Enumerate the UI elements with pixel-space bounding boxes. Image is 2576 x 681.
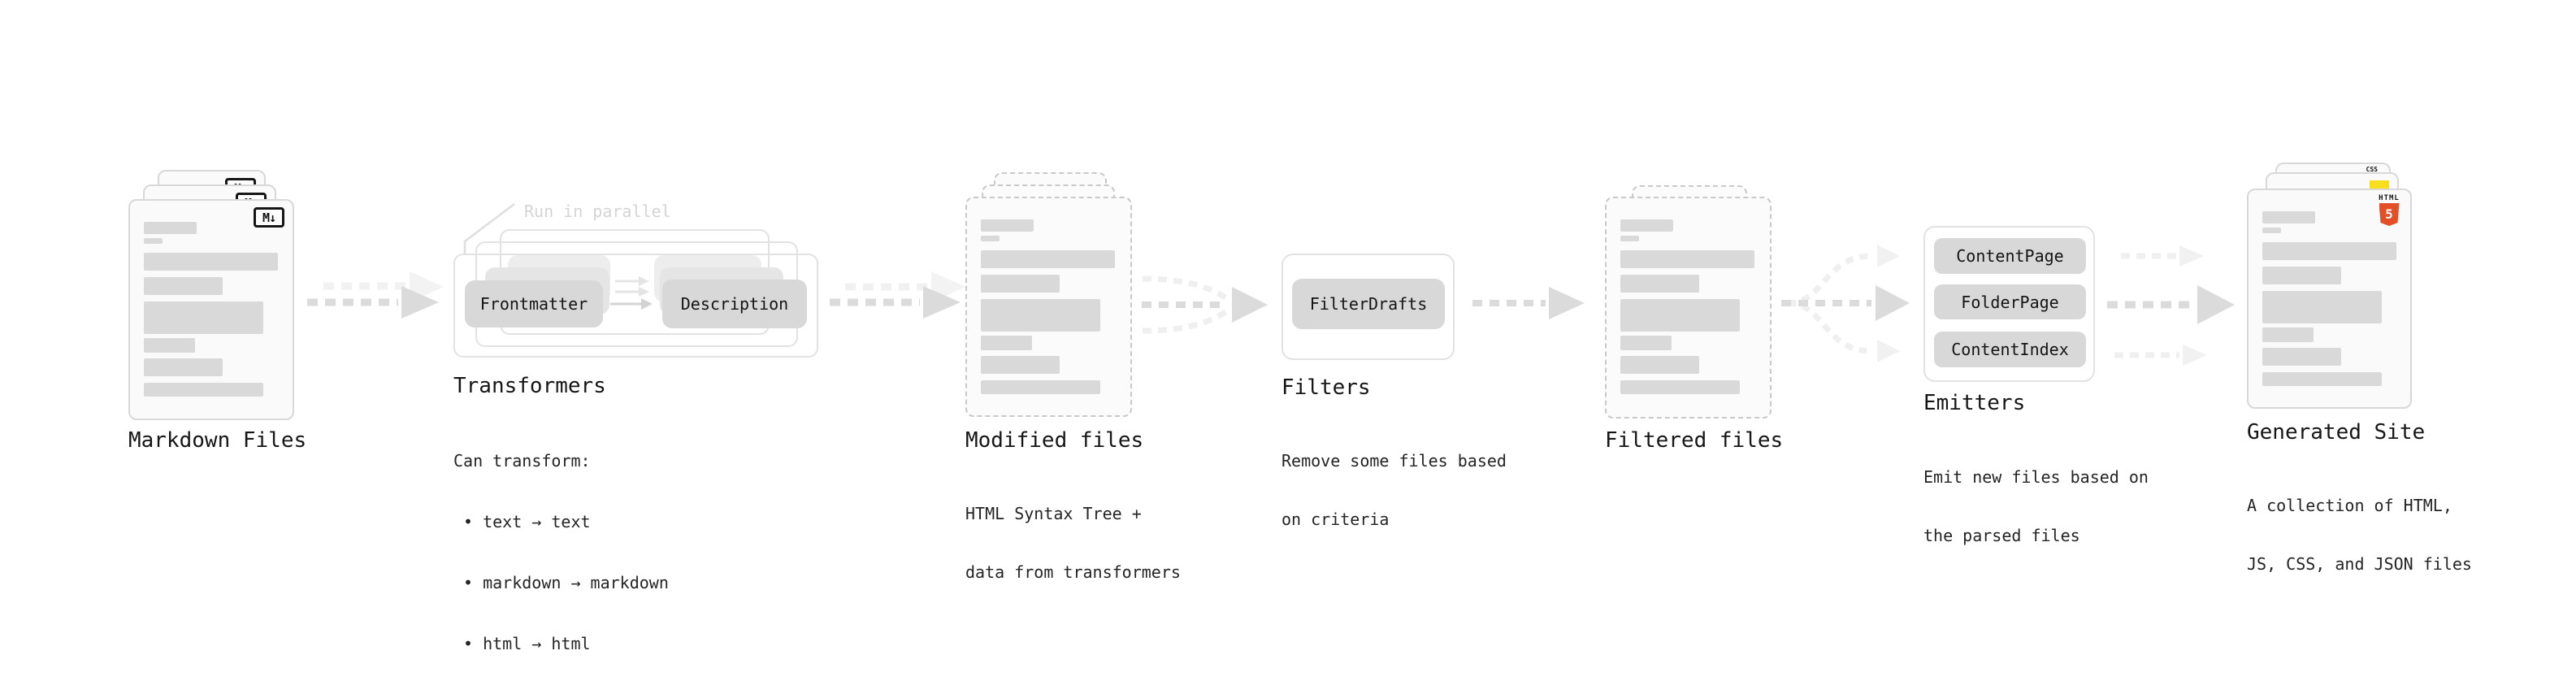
transformer-pill-description: Description bbox=[662, 280, 807, 328]
text-line-bar bbox=[144, 277, 223, 295]
generated-site-desc-line: JS, CSS, and JSON files bbox=[2247, 554, 2472, 574]
text-line-bar bbox=[981, 299, 1100, 332]
text-line-bar bbox=[144, 358, 223, 376]
text-line-bar bbox=[144, 301, 263, 334]
text-line-bar bbox=[2262, 372, 2382, 386]
generated-file-card-html: HTML 5 bbox=[2247, 189, 2412, 409]
text-line-bar bbox=[144, 338, 195, 353]
text-line-bar bbox=[1620, 219, 1673, 232]
transformer-container-front bbox=[453, 254, 818, 358]
arrow-markdown-to-transformers bbox=[307, 271, 444, 319]
modified-files-desc-line: HTML Syntax Tree + bbox=[965, 504, 1142, 523]
run-in-parallel-annotation: Run in parallel bbox=[524, 202, 671, 221]
text-line-bar bbox=[981, 275, 1060, 293]
text-line-bar bbox=[2262, 211, 2315, 223]
filters-desc-line: Remove some files based bbox=[1281, 451, 1507, 471]
html5-icon: HTML 5 bbox=[2378, 195, 2400, 226]
text-line-bar bbox=[981, 219, 1034, 232]
html5-icon-shield: 5 bbox=[2379, 203, 2400, 226]
emitter-pill-folderpage-label: FolderPage bbox=[1961, 292, 2059, 312]
transformers-bullet: • text → text bbox=[463, 512, 591, 531]
file-content-placeholder bbox=[1620, 219, 1754, 394]
text-line-bar bbox=[1620, 275, 1699, 293]
arrow-filtered-to-emitters bbox=[1781, 245, 1910, 362]
file-content-placeholder bbox=[981, 219, 1115, 394]
generated-site-description: A collection of HTML, JS, CSS, and JSON … bbox=[2247, 457, 2472, 613]
text-line-bar bbox=[981, 356, 1060, 374]
emitters-description: Emit new files based on the parsed files bbox=[1923, 428, 2149, 584]
file-content-placeholder bbox=[144, 222, 278, 397]
text-line-bar bbox=[2262, 242, 2396, 260]
transformers-description: Can transform: • text → text • markdown … bbox=[453, 410, 669, 681]
text-line-bar bbox=[981, 336, 1032, 350]
emitters-label: Emitters bbox=[1923, 391, 2026, 415]
html5-icon-word: HTML bbox=[2379, 194, 2400, 202]
text-line-bar bbox=[144, 383, 263, 397]
text-line-bar bbox=[981, 250, 1115, 268]
markdown-files-label: Markdown Files bbox=[128, 428, 307, 453]
filtered-file-card-front bbox=[1605, 197, 1772, 419]
modified-files-desc-line: data from transformers bbox=[965, 562, 1181, 582]
transformers-label: Transformers bbox=[453, 374, 606, 398]
emitter-pill-contentpage-label: ContentPage bbox=[1956, 246, 2064, 266]
filtered-files-label: Filtered files bbox=[1605, 428, 1784, 453]
file-content-placeholder bbox=[2262, 211, 2396, 386]
filter-pill-filterdrafts: FilterDrafts bbox=[1292, 279, 1445, 329]
emitter-pill-folderpage: FolderPage bbox=[1934, 284, 2086, 319]
text-line-bar bbox=[2262, 327, 2314, 342]
text-line-bar bbox=[1620, 299, 1740, 332]
arrow-transformers-to-modified bbox=[830, 271, 965, 319]
text-line-bar bbox=[144, 253, 278, 271]
emitters-desc-line: the parsed files bbox=[1923, 526, 2080, 545]
filters-description: Remove some files based on criteria bbox=[1281, 412, 1507, 568]
filters-label: Filters bbox=[1281, 375, 1371, 400]
text-line-bar bbox=[2262, 228, 2281, 233]
javascript-icon bbox=[2370, 180, 2389, 189]
text-line-bar bbox=[1620, 250, 1754, 268]
arrow-modified-to-filters bbox=[1142, 275, 1268, 334]
transformers-bullet: • html → html bbox=[463, 634, 591, 653]
arrow-filters-to-filtered bbox=[1472, 287, 1585, 319]
emitters-desc-line: Emit new files based on bbox=[1923, 467, 2149, 487]
modified-files-description: HTML Syntax Tree + data from transformer… bbox=[965, 465, 1181, 621]
generated-site-label: Generated Site bbox=[2247, 420, 2426, 445]
emitter-pill-contentindex-label: ContentIndex bbox=[1951, 340, 2069, 359]
text-line-bar bbox=[144, 222, 197, 234]
text-line-bar bbox=[1620, 236, 1639, 241]
markdown-file-card-front: M↓ bbox=[128, 199, 294, 420]
text-line-bar bbox=[2262, 291, 2382, 323]
filter-pill-filterdrafts-label: FilterDrafts bbox=[1309, 294, 1428, 314]
transformers-bullet: • markdown → markdown bbox=[463, 573, 669, 592]
text-line-bar bbox=[981, 380, 1100, 394]
modified-file-card-front bbox=[965, 197, 1132, 417]
text-line-bar bbox=[1620, 356, 1699, 374]
transformers-desc-title: Can transform: bbox=[453, 451, 591, 471]
filters-desc-line: on criteria bbox=[1281, 510, 1390, 529]
generated-site-desc-line: A collection of HTML, bbox=[2247, 496, 2452, 515]
markdown-icon: M↓ bbox=[254, 207, 284, 228]
text-line-bar bbox=[981, 236, 1000, 241]
emitter-pill-contentpage: ContentPage bbox=[1934, 238, 2086, 274]
text-line-bar bbox=[1620, 336, 1672, 350]
transformer-pill-frontmatter-label: Frontmatter bbox=[479, 294, 588, 314]
emitter-pill-contentindex: ContentIndex bbox=[1934, 332, 2086, 367]
transformer-pill-description-label: Description bbox=[680, 294, 789, 314]
text-line-bar bbox=[2262, 348, 2341, 366]
text-line-bar bbox=[2262, 267, 2341, 284]
arrow-emitters-to-site bbox=[2107, 245, 2235, 366]
text-line-bar bbox=[1620, 380, 1740, 394]
text-line-bar bbox=[144, 238, 163, 244]
modified-files-label: Modified files bbox=[965, 428, 1144, 453]
transformer-pill-frontmatter: Frontmatter bbox=[465, 280, 603, 327]
